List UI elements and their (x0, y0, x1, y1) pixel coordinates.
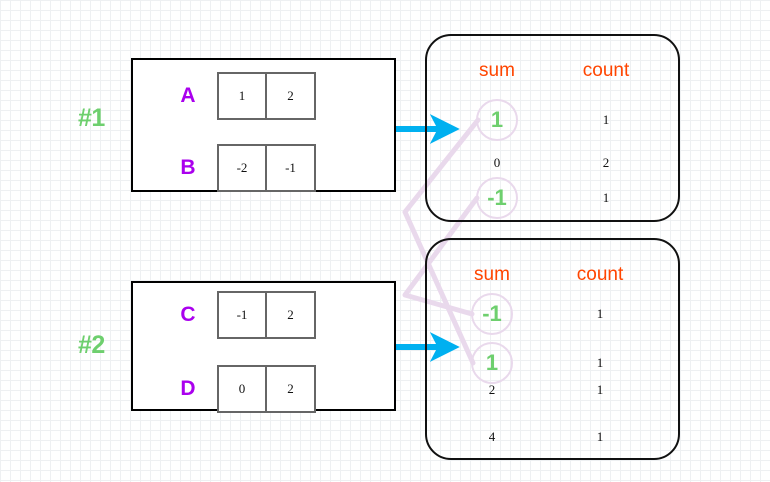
cell-C-1: 2 (266, 291, 316, 339)
row-label-B: B (180, 156, 196, 179)
row-cells-A: 1 2 (217, 72, 316, 120)
agg-count-bottom-2: 1 (596, 382, 604, 397)
agg-table-bottom (425, 238, 680, 460)
agg-sum-top-2: -1 (487, 185, 507, 210)
cell-C-0: -1 (217, 291, 267, 339)
agg-header-count-bottom: count (576, 264, 624, 285)
row-label-D: D (180, 377, 196, 400)
cell-D-1: 2 (266, 365, 316, 413)
agg-sum-bottom-1: 1 (485, 350, 499, 375)
cell-D-0: 0 (217, 365, 267, 413)
cell-B-1: -1 (266, 144, 316, 192)
agg-count-top-2: 1 (602, 190, 610, 205)
agg-sum-bottom-3: 4 (488, 429, 496, 444)
highlight-circle-sum-top-0 (476, 99, 518, 141)
row-label-A: A (180, 84, 196, 107)
partition-row-B: B -2 -1 (159, 144, 316, 192)
group-label-1: #1 (78, 104, 105, 132)
agg-header-sum-top: sum (479, 60, 515, 81)
agg-count-bottom-0: 1 (596, 306, 604, 321)
agg-count-top-1: 2 (602, 155, 610, 170)
partition-row-D: D 0 2 (159, 365, 316, 413)
agg-count-bottom-3: 1 (596, 429, 604, 444)
agg-header-count-top: count (582, 60, 630, 81)
partition-box-2: C -1 2 D 0 2 (131, 281, 396, 413)
group-label-2: #2 (78, 331, 105, 359)
agg-table-top (425, 34, 680, 222)
highlight-circle-sum-top-2 (476, 177, 518, 219)
agg-sum-bottom-2: 2 (488, 382, 496, 397)
agg-header-sum-bottom: sum (474, 264, 510, 285)
cell-A-0: 1 (217, 72, 267, 120)
partition-box-1: A 1 2 B -2 -1 (131, 58, 396, 192)
cell-A-1: 2 (266, 72, 316, 120)
row-cells-D: 0 2 (217, 365, 316, 413)
highlight-circle-sum-bottom-0 (471, 293, 513, 335)
agg-sum-top-0: 1 (490, 107, 504, 132)
agg-sum-top-1: 0 (493, 155, 501, 170)
row-cells-C: -1 2 (217, 291, 316, 339)
cell-B-0: -2 (217, 144, 267, 192)
row-label-C: C (180, 303, 196, 326)
row-cells-B: -2 -1 (217, 144, 316, 192)
agg-sum-bottom-0: -1 (482, 301, 502, 326)
agg-count-top-0: 1 (602, 112, 610, 127)
partition-row-C: C -1 2 (159, 291, 316, 339)
agg-count-bottom-1: 1 (596, 355, 604, 370)
partition-row-A: A 1 2 (159, 72, 316, 120)
highlight-circle-sum-bottom-1 (471, 342, 513, 384)
